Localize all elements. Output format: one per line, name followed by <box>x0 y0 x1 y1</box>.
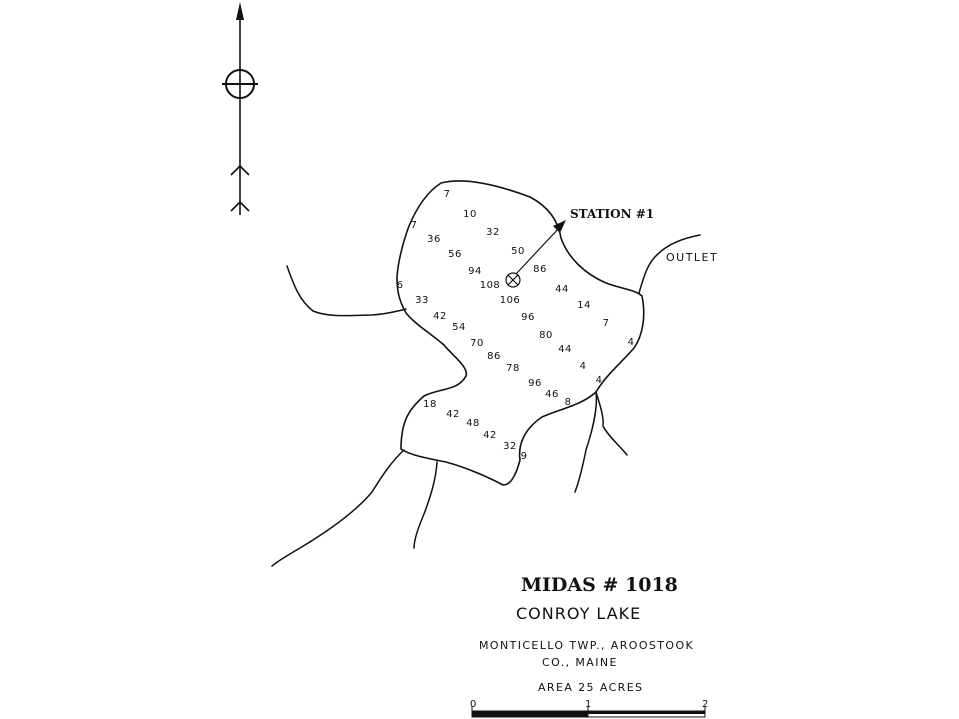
scale-tick-label: 0 <box>470 699 477 710</box>
scale-tick-label: 1 <box>585 699 592 710</box>
depth-sounding: 42 <box>446 409 460 420</box>
streams <box>271 234 701 567</box>
depth-sounding: 33 <box>415 295 429 306</box>
depth-sounding: 70 <box>470 338 484 349</box>
depth-sounding: 78 <box>506 363 520 374</box>
map-title: MIDAS # 1018 <box>521 574 678 596</box>
depth-sounding: 10 <box>463 209 477 220</box>
depth-sounding: 54 <box>452 322 466 333</box>
depth-sounding: 14 <box>577 300 591 311</box>
depth-sounding: 4 <box>627 337 635 348</box>
depth-sounding: 96 <box>521 312 535 323</box>
lake-shoreline <box>396 180 645 486</box>
depth-sounding: 48 <box>466 418 480 429</box>
depth-sounding: 50 <box>511 246 525 257</box>
depth-sounding: 42 <box>433 311 447 322</box>
depth-sounding: 36 <box>427 234 441 245</box>
depth-sounding: 7 <box>602 318 610 329</box>
depth-sounding: 94 <box>468 266 482 277</box>
stream-southeast-a <box>574 391 598 493</box>
outlet-label: OUTLET <box>666 251 719 264</box>
depth-sounding: 4 <box>579 361 587 372</box>
depth-sounding: 46 <box>545 389 559 400</box>
depth-sounding: 7 <box>443 189 451 200</box>
stream-southeast-b <box>595 391 628 456</box>
depth-sounding: 18 <box>423 399 437 410</box>
outlet-stream <box>638 234 701 294</box>
depth-sounding: 7 <box>410 220 418 231</box>
depth-sounding: 42 <box>483 430 497 441</box>
depth-sounding: 96 <box>528 378 542 389</box>
stream-south <box>413 461 438 549</box>
depth-sounding: 44 <box>555 284 569 295</box>
compass-circle-icon <box>222 69 258 99</box>
depth-sounding: 86 <box>533 264 547 275</box>
stream-west <box>286 265 407 317</box>
area-label: AREA 25 ACRES <box>538 681 644 694</box>
depth-sounding: 6 <box>396 280 404 291</box>
station-marker-icon <box>505 272 521 288</box>
scale-bar <box>471 706 706 718</box>
stream-southwest <box>271 449 405 567</box>
location-line-1: MONTICELLO TWP., AROOSTOOK <box>479 639 695 652</box>
depth-sounding: 86 <box>487 351 501 362</box>
depth-sounding: 4 <box>595 375 603 386</box>
depth-sounding: 108 <box>479 280 501 291</box>
station-label: STATION #1 <box>570 207 655 221</box>
depth-sounding: 32 <box>486 227 500 238</box>
depth-sounding: 106 <box>499 295 521 306</box>
depth-sounding: 32 <box>503 441 517 452</box>
depth-sounding: 44 <box>558 344 572 355</box>
scale-tick-label: 2 <box>702 699 709 710</box>
depth-sounding: 8 <box>564 397 572 408</box>
depth-sounding: 9 <box>520 451 528 462</box>
north-arrow-icon <box>230 2 250 215</box>
lake-name: CONROY LAKE <box>516 604 642 623</box>
depth-sounding: 56 <box>448 249 462 260</box>
station-arrow <box>515 220 566 275</box>
location-line-2: CO., MAINE <box>542 656 618 669</box>
depth-sounding: 80 <box>539 330 553 341</box>
